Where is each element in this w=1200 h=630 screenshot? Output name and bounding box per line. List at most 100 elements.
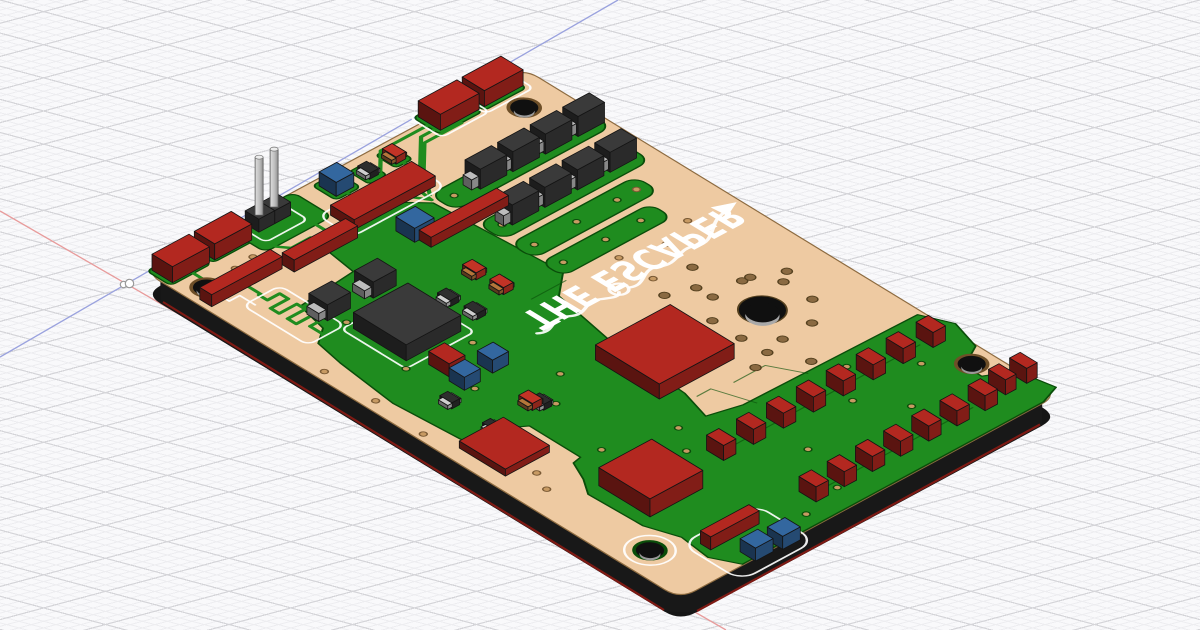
component-red[interactable] bbox=[795, 379, 827, 413]
component-red-box[interactable] bbox=[911, 408, 942, 427]
component-bsmd[interactable] bbox=[355, 160, 381, 181]
diode-body[interactable] bbox=[594, 128, 637, 153]
pin-top[interactable] bbox=[254, 154, 264, 160]
component-blue[interactable] bbox=[318, 161, 355, 197]
pin-top[interactable] bbox=[269, 146, 279, 152]
component-bsmd[interactable] bbox=[437, 390, 462, 410]
component-red-box[interactable] bbox=[988, 363, 1017, 381]
component-red-box[interactable] bbox=[598, 438, 704, 500]
component-red-box[interactable] bbox=[883, 423, 914, 442]
diode-tab[interactable] bbox=[306, 301, 327, 314]
component-red-box[interactable] bbox=[825, 363, 856, 382]
component-diode[interactable] bbox=[306, 280, 351, 322]
smd-terminal[interactable] bbox=[381, 151, 397, 161]
component-rsmd[interactable] bbox=[517, 389, 544, 412]
component-blue[interactable] bbox=[476, 341, 509, 374]
diode-tab[interactable] bbox=[352, 279, 373, 292]
component-red[interactable] bbox=[598, 438, 704, 518]
component-red-box[interactable] bbox=[798, 469, 829, 488]
component-red-box[interactable] bbox=[700, 504, 760, 538]
component-red-box[interactable] bbox=[736, 411, 767, 430]
component-blue-box[interactable] bbox=[739, 528, 774, 549]
component-red[interactable] bbox=[798, 469, 829, 503]
component-black[interactable] bbox=[352, 282, 462, 362]
component-blue-box[interactable] bbox=[476, 341, 509, 361]
component-black-ic[interactable] bbox=[352, 282, 462, 346]
component-red[interactable] bbox=[939, 393, 970, 427]
smd-terminal[interactable] bbox=[437, 396, 453, 406]
component-blue[interactable] bbox=[448, 358, 481, 391]
component-red-box[interactable] bbox=[915, 314, 946, 333]
component-red[interactable] bbox=[595, 304, 735, 400]
component-bsmd[interactable] bbox=[435, 287, 461, 308]
diode-body[interactable] bbox=[464, 145, 508, 170]
smd-terminal[interactable] bbox=[461, 267, 477, 277]
pin-shaft[interactable] bbox=[254, 156, 264, 216]
component-red-box[interactable] bbox=[766, 395, 797, 414]
component-red[interactable] bbox=[151, 233, 210, 284]
header-pin[interactable] bbox=[254, 154, 264, 216]
component-blue[interactable] bbox=[739, 528, 774, 562]
component-red[interactable] bbox=[458, 416, 550, 477]
component-red-box[interactable] bbox=[826, 454, 857, 473]
component-red-box[interactable] bbox=[885, 331, 916, 350]
component-red-box[interactable] bbox=[330, 160, 436, 221]
component-red-box[interactable] bbox=[458, 416, 550, 470]
smd-terminal[interactable] bbox=[462, 307, 478, 317]
diode-body[interactable] bbox=[497, 127, 540, 153]
component-blue-box[interactable] bbox=[395, 205, 435, 229]
component-red-box[interactable] bbox=[281, 218, 359, 261]
component-red[interactable] bbox=[911, 408, 942, 442]
diode-body[interactable] bbox=[562, 92, 605, 117]
component-red[interactable] bbox=[706, 428, 737, 461]
origin-marker[interactable] bbox=[119, 278, 135, 289]
pcb-board-side[interactable] bbox=[160, 281, 1043, 613]
component-red-box[interactable] bbox=[199, 248, 283, 296]
component-red-box[interactable] bbox=[461, 55, 524, 91]
component-red[interactable] bbox=[988, 363, 1017, 396]
component-red-box[interactable] bbox=[939, 393, 970, 412]
component-red[interactable] bbox=[736, 411, 767, 445]
component-red[interactable] bbox=[855, 438, 886, 472]
component-red[interactable] bbox=[700, 504, 760, 551]
component-diode[interactable] bbox=[462, 145, 508, 191]
component-red[interactable] bbox=[825, 363, 856, 397]
diode-body[interactable] bbox=[529, 110, 573, 135]
smd-terminal[interactable] bbox=[435, 294, 452, 304]
component-red[interactable] bbox=[418, 187, 509, 248]
component-red-box[interactable] bbox=[428, 342, 466, 365]
component-rsmd[interactable] bbox=[381, 143, 408, 165]
diode-body[interactable] bbox=[354, 257, 397, 283]
component-red-box[interactable] bbox=[706, 428, 737, 446]
smd-terminal[interactable] bbox=[488, 281, 504, 292]
smd-led[interactable] bbox=[518, 389, 543, 404]
component-red[interactable] bbox=[417, 79, 480, 131]
component-red-box[interactable] bbox=[595, 304, 735, 385]
component-diode[interactable] bbox=[352, 257, 397, 300]
component-red-box[interactable] bbox=[418, 187, 509, 238]
smd-terminal[interactable] bbox=[355, 167, 371, 177]
component-red[interactable] bbox=[1009, 351, 1038, 384]
component-diode[interactable] bbox=[559, 145, 605, 192]
component-bsmd[interactable] bbox=[462, 300, 488, 321]
component-red[interactable] bbox=[915, 314, 946, 348]
component-blue-box[interactable] bbox=[766, 517, 801, 537]
pin-shaft[interactable] bbox=[269, 148, 279, 208]
component-red-box[interactable] bbox=[417, 79, 480, 115]
component-blue[interactable] bbox=[766, 517, 801, 550]
smd-led[interactable] bbox=[489, 273, 514, 289]
diode-tab[interactable] bbox=[462, 170, 480, 181]
component-blue-box[interactable] bbox=[448, 358, 481, 378]
component-red[interactable] bbox=[967, 378, 998, 412]
component-red-box[interactable] bbox=[855, 347, 886, 366]
component-red[interactable] bbox=[281, 218, 359, 273]
component-red-box[interactable] bbox=[151, 233, 210, 268]
diode-body[interactable] bbox=[308, 280, 351, 306]
component-red[interactable] bbox=[199, 248, 283, 308]
component-red-box[interactable] bbox=[967, 378, 998, 397]
component-rsmd[interactable] bbox=[461, 258, 488, 281]
component-red-box[interactable] bbox=[1009, 351, 1038, 369]
smd-led[interactable] bbox=[462, 258, 487, 274]
component-red[interactable] bbox=[766, 395, 797, 429]
